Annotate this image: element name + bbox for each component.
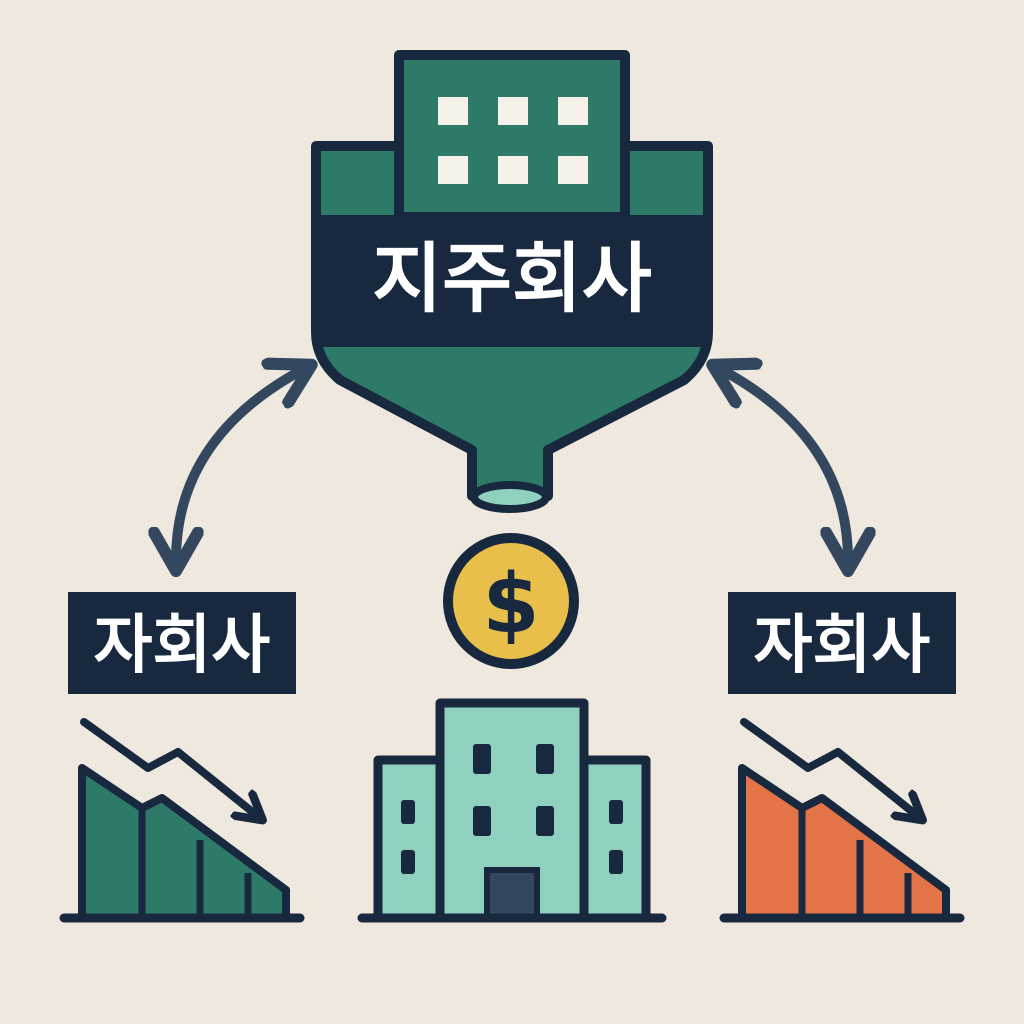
subsidiary-label-right: 자회사: [728, 592, 956, 694]
left-arrow-icon: [176, 370, 302, 560]
office-door: [484, 867, 540, 921]
holding-company-label-band: [316, 215, 708, 347]
left-chart-area: [78, 764, 290, 922]
funnel-building: [394, 50, 630, 222]
funnel-building-icon: 지주회사: [311, 50, 713, 513]
declining-bar-chart-icon: [719, 718, 965, 923]
dollar-symbol: $: [482, 557, 539, 652]
declining-bar-chart-icon: [59, 718, 305, 923]
subsidiary-label-left: 자회사: [68, 592, 296, 694]
left-trend-arrow: [80, 718, 260, 818]
dollar-coin-icon: $: [443, 533, 579, 669]
funnel-spout-opening: [470, 481, 550, 513]
right-arrow-icon: [722, 370, 848, 560]
office-windows: [401, 744, 623, 874]
right-trend-arrow: [740, 718, 920, 818]
holding-company-label: 지주회사: [372, 234, 652, 323]
funnel-building-windows: [438, 97, 588, 184]
office-building-icon: [357, 698, 667, 923]
subsidiary-label-left-text: 자회사: [94, 609, 271, 683]
right-chart-area: [738, 764, 950, 922]
subsidiary-label-right-text: 자회사: [754, 609, 931, 683]
